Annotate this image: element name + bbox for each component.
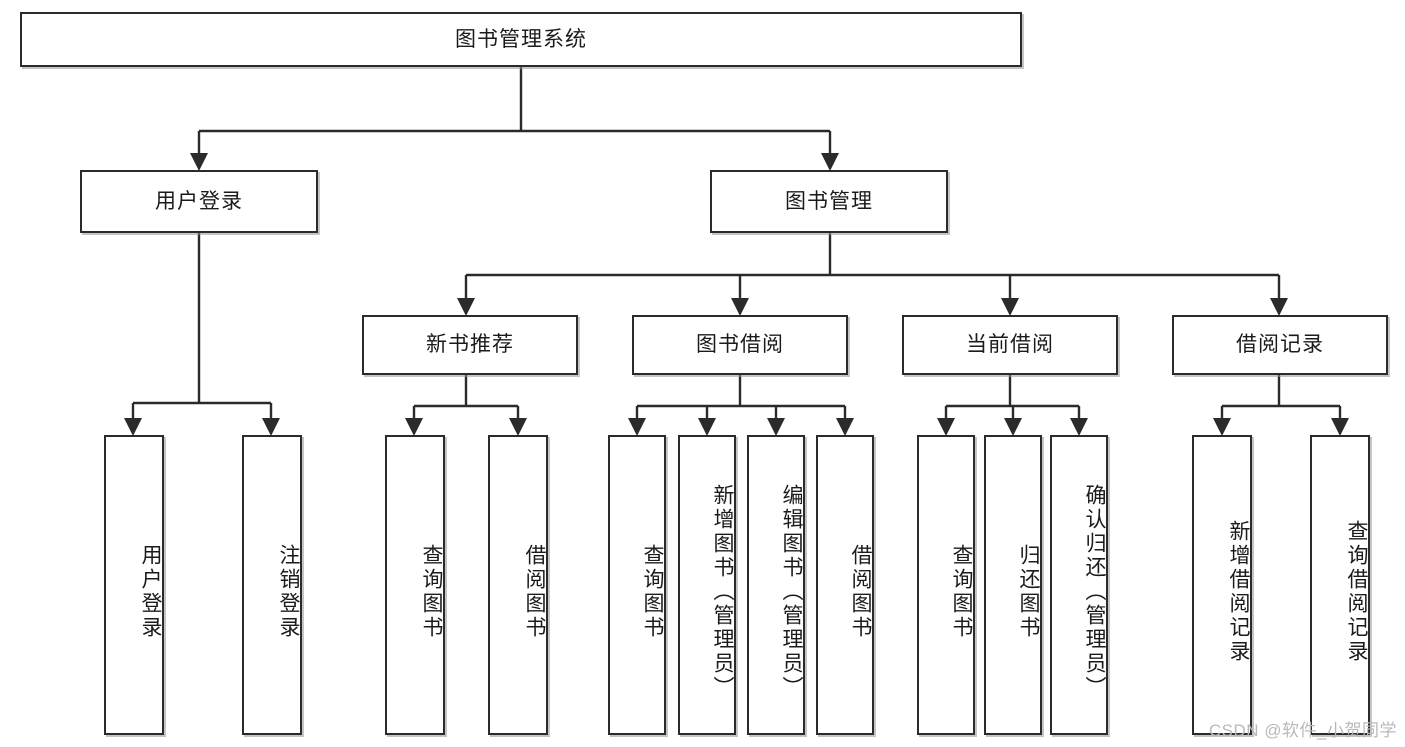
leaf-borrow-record-add[interactable]: 新增借阅记录: [1192, 435, 1252, 735]
watermark-text: CSDN @软件_小贺同学: [1208, 721, 1397, 740]
node-label: 新书推荐: [426, 333, 514, 357]
leaf-book-borrow-lend[interactable]: 借阅图书: [816, 435, 874, 735]
node-label: 图书管理系统: [455, 27, 587, 51]
node-label: 图书借阅: [696, 333, 784, 357]
node-book-management[interactable]: 图书管理: [710, 170, 948, 233]
node-label: 新增借阅记录: [1227, 520, 1250, 664]
node-label: 注销登录: [277, 544, 300, 640]
leaf-book-borrow-query[interactable]: 查询图书: [608, 435, 666, 735]
node-label: 查询图书: [950, 544, 973, 640]
node-label: 图书管理: [785, 189, 873, 213]
node-label: 借阅记录: [1236, 333, 1324, 357]
leaf-user-login-signout[interactable]: 注销登录: [242, 435, 302, 735]
node-label: 归还图书: [1017, 544, 1040, 640]
node-label: 当前借阅: [966, 333, 1054, 357]
leaf-current-borrow-query[interactable]: 查询图书: [917, 435, 975, 735]
node-borrow-record[interactable]: 借阅记录: [1172, 315, 1388, 375]
node-new-book-recommend[interactable]: 新书推荐: [362, 315, 578, 375]
leaf-user-login-signin[interactable]: 用户登录: [104, 435, 164, 735]
node-label: 查询图书: [420, 544, 443, 640]
leaf-new-book-borrow[interactable]: 借阅图书: [488, 435, 548, 735]
node-label: 借阅图书: [849, 544, 872, 640]
node-label: 查询借阅记录: [1345, 520, 1368, 664]
node-label: 用户登录: [155, 189, 243, 213]
leaf-current-borrow-confirm[interactable]: 确认归还（管理员）: [1050, 435, 1108, 735]
node-user-login[interactable]: 用户登录: [80, 170, 318, 233]
node-root-system[interactable]: 图书管理系统: [20, 12, 1022, 67]
leaf-current-borrow-return[interactable]: 归还图书: [984, 435, 1042, 735]
leaf-new-book-query[interactable]: 查询图书: [385, 435, 445, 735]
node-label: 新增图书（管理员）: [711, 484, 734, 700]
node-label: 查询图书: [641, 544, 664, 640]
node-label: 确认归还（管理员）: [1083, 484, 1106, 700]
node-label: 编辑图书（管理员）: [780, 484, 803, 700]
node-label: 借阅图书: [523, 544, 546, 640]
node-label: 用户登录: [139, 544, 162, 640]
leaf-book-borrow-edit[interactable]: 编辑图书（管理员）: [747, 435, 805, 735]
node-book-borrow[interactable]: 图书借阅: [632, 315, 848, 375]
leaf-book-borrow-add[interactable]: 新增图书（管理员）: [678, 435, 736, 735]
leaf-borrow-record-query[interactable]: 查询借阅记录: [1310, 435, 1370, 735]
node-current-borrow[interactable]: 当前借阅: [902, 315, 1118, 375]
